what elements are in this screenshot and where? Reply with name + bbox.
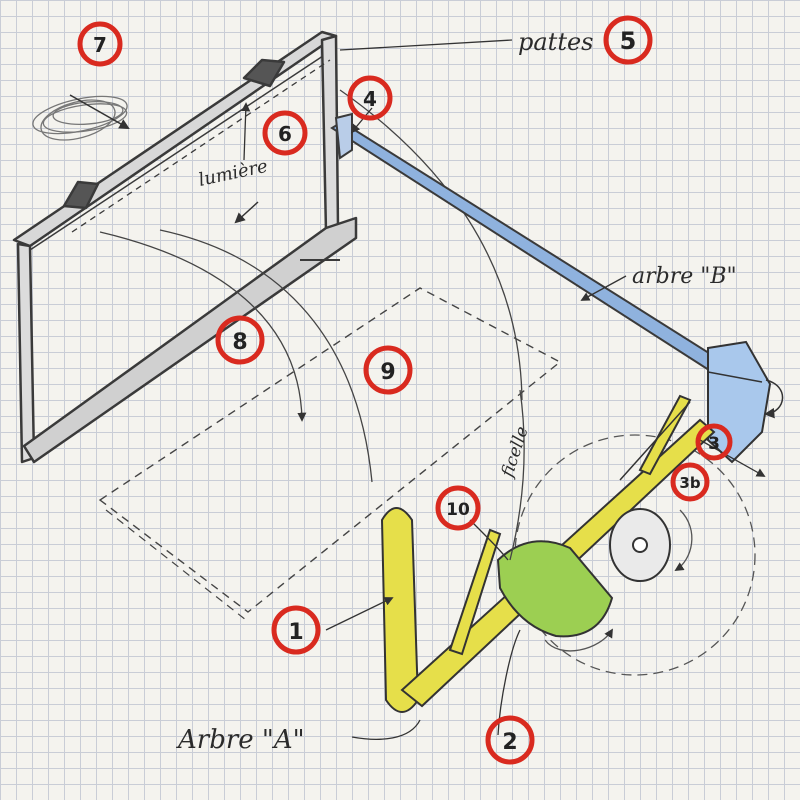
label-arbre-b: arbre "B": [632, 264, 737, 289]
string-line: [509, 389, 525, 561]
label-arbre-a: Arbre "A": [176, 725, 305, 755]
svg-text:8: 8: [232, 330, 247, 355]
marker-5: 5: [603, 15, 653, 65]
svg-text:7: 7: [93, 33, 107, 57]
svg-text:4: 4: [363, 87, 377, 111]
light-arrow: [234, 201, 259, 224]
light-pointer: [241, 102, 251, 161]
cam-block: [496, 508, 671, 638]
scribble-spring: [32, 94, 130, 141]
swing-arcs: [99, 89, 523, 483]
marker-3: 3: [695, 423, 733, 461]
svg-text:5: 5: [620, 27, 637, 55]
leader-lines: [325, 39, 766, 740]
label-ficelle: ficelle: [497, 424, 533, 481]
marker-2: 2: [485, 715, 535, 765]
svg-text:9: 9: [380, 360, 395, 385]
svg-text:3: 3: [708, 434, 720, 454]
frame-panel: [12, 30, 358, 464]
svg-text:10: 10: [446, 500, 470, 520]
marker-6: 6: [262, 110, 308, 156]
svg-text:1: 1: [288, 620, 303, 645]
svg-text:3b: 3b: [679, 474, 700, 492]
dashed-plate: [98, 287, 562, 613]
marker-7: 7: [77, 21, 123, 67]
marker-1: 1: [271, 605, 321, 655]
label-pattes: pattes: [518, 28, 593, 56]
marker-10: 10: [435, 485, 481, 531]
label-lumiere: lumière: [197, 156, 270, 191]
shaft-b: [330, 112, 722, 374]
svg-text:2: 2: [502, 730, 517, 755]
marker-3b: 3b: [670, 462, 710, 502]
marker-8: 8: [215, 315, 265, 365]
marker-4: 4: [347, 75, 393, 121]
marker-9: 9: [363, 345, 413, 395]
svg-text:6: 6: [278, 122, 292, 146]
